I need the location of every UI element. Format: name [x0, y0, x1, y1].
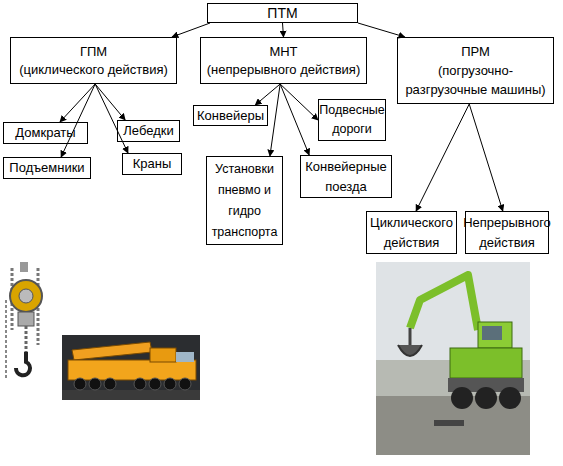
ground: [62, 390, 200, 400]
box-label: (циклического действия): [19, 61, 168, 79]
category-box: Подъемники: [3, 157, 91, 179]
box-label: Домкраты: [15, 125, 75, 141]
chain: [25, 326, 28, 352]
category-box: Подвесные дороги: [318, 99, 386, 141]
material-handler-photo: [376, 262, 530, 455]
chain-hoist-photo: [6, 262, 42, 378]
box-label: Краны: [133, 156, 172, 172]
arrow-connector: [280, 84, 309, 155]
crane-boom: [72, 342, 152, 360]
photo-background: [62, 335, 200, 400]
box-label: МНТ: [269, 43, 297, 61]
arrow-connector: [255, 84, 280, 105]
box-label: (погрузочно-разгрузочные машины): [398, 61, 553, 99]
photo-background: [376, 262, 530, 455]
cab-window: [482, 326, 502, 340]
hoist-body: [10, 280, 42, 312]
upper-body: [450, 348, 522, 378]
category-box: Циклического действия: [366, 211, 457, 254]
cab: [150, 348, 176, 362]
box-label: Подъемники: [9, 160, 84, 176]
wheels: [74, 378, 191, 390]
arrow-connector: [60, 84, 95, 122]
truck-body: [68, 360, 196, 380]
arrow-connector: [61, 84, 95, 157]
category-box: Краны: [122, 153, 182, 175]
box-label: Конвейерные поезда: [301, 157, 391, 197]
hoist-hub: [19, 289, 33, 303]
hook-mount: [20, 262, 28, 272]
cab-window: [176, 352, 194, 362]
arrow-connector: [95, 84, 128, 153]
box-label: Подвесные дороги: [319, 101, 385, 139]
wheels: [451, 387, 521, 409]
box-label: Конвейеры: [197, 108, 264, 124]
arrow-connector: [270, 84, 280, 156]
category-box: Домкраты: [3, 122, 88, 144]
box-label: Непрерывного действия: [463, 213, 551, 253]
category-box: ПТМ: [207, 3, 358, 23]
arrow-connector: [416, 104, 469, 211]
arrow-connector: [283, 23, 284, 37]
box-label: ПРМ: [461, 42, 490, 61]
category-box: МНТ(непрерывного действия): [200, 37, 367, 84]
arrow-connector: [280, 84, 318, 120]
arrow-connector: [469, 104, 503, 211]
box-label: (непрерывного действия): [207, 61, 361, 79]
cab: [478, 322, 512, 348]
category-box: Конвейерные поезда: [300, 155, 392, 198]
box-label: ГПМ: [80, 43, 107, 61]
grab: [398, 345, 422, 356]
arrow-connector: [358, 23, 405, 37]
hoist-frame: [18, 312, 34, 326]
grab-link: [409, 328, 412, 345]
outrigger: [434, 420, 464, 426]
box-label: Установки пневмо и гидро транспорта: [207, 159, 282, 243]
box-label: Лебедки: [123, 123, 173, 139]
category-box: Непрерывного действия: [465, 211, 549, 254]
category-box: ПРМ(погрузочно-разгрузочные машины): [397, 37, 554, 104]
category-box: Установки пневмо и гидро транспорта: [206, 156, 283, 245]
box-label: ПТМ: [267, 5, 297, 21]
category-box: Лебедки: [117, 120, 180, 142]
category-box: ГПМ(циклического действия): [10, 37, 177, 84]
category-box: Конвейеры: [193, 105, 268, 126]
truck-crane-photo: [62, 335, 200, 400]
box-label: Циклического действия: [367, 213, 456, 253]
arrow-connector: [172, 23, 210, 37]
boom: [410, 275, 478, 330]
chain: [5, 300, 7, 378]
hook: [16, 352, 30, 375]
